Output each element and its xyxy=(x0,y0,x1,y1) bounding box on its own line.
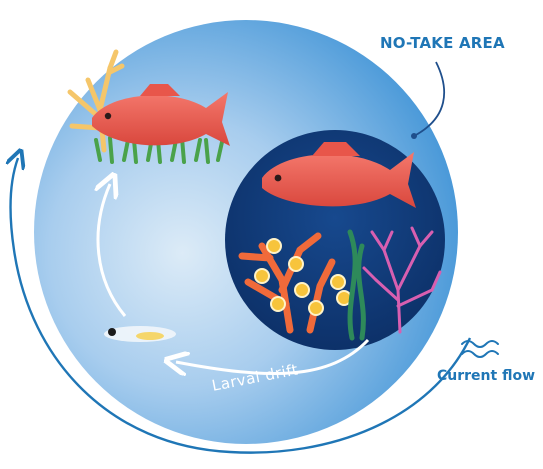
larva-icon xyxy=(104,326,176,342)
current-flow-label: Current flow xyxy=(437,368,535,384)
no-take-area-label: NO-TAKE AREA xyxy=(380,34,505,52)
